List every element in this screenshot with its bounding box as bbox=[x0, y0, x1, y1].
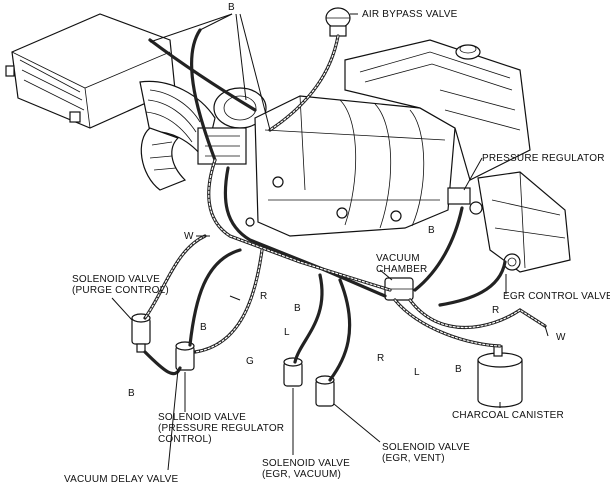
label-vacuum-chamber-line1: VACUUM bbox=[376, 253, 420, 264]
vacuum-hoses bbox=[143, 28, 547, 382]
hose-code-b-top: B bbox=[228, 2, 235, 13]
label-egr-control-valve: EGR CONTROL VALVE bbox=[503, 291, 610, 302]
hose-code-b-lower-right: B bbox=[455, 364, 462, 375]
hose-code-b-left: B bbox=[200, 322, 207, 333]
leader-lines bbox=[111, 13, 549, 471]
hose-code-r-center: R bbox=[377, 353, 385, 364]
hose-code-w-right: W bbox=[556, 332, 566, 343]
label-solenoid-pressure-line3: CONTROL) bbox=[158, 434, 212, 445]
label-charcoal-canister: CHARCOAL CANISTER bbox=[452, 410, 564, 421]
hose-code-b-bottom-left: B bbox=[128, 388, 135, 399]
label-solenoid-pressure-line2: (PRESSURE REGULATOR bbox=[158, 423, 285, 434]
label-vacuum-delay-valve: VACUUM DELAY VALVE bbox=[64, 474, 179, 485]
pressure-regulator-part bbox=[447, 187, 483, 215]
hose-code-r-right: R bbox=[492, 305, 500, 316]
hose-code-b-right: B bbox=[428, 225, 435, 236]
solenoid-valve-egr-vacuum-part bbox=[283, 357, 303, 387]
egr-housing bbox=[477, 171, 571, 273]
label-air-bypass-valve: AIR BYPASS VALVE bbox=[362, 9, 458, 20]
label-vacuum-chamber-line2: CHAMBER bbox=[376, 264, 428, 275]
solenoid-valve-purge-part bbox=[131, 313, 151, 353]
label-solenoid-egr-vacuum-line2: (EGR, VACUUM) bbox=[262, 469, 342, 480]
label-solenoid-purge-line1: SOLENOID VALVE bbox=[72, 274, 161, 285]
label-solenoid-egr-vent-line1: SOLENOID VALVE bbox=[382, 442, 471, 453]
hose-code-g: G bbox=[246, 356, 254, 367]
label-solenoid-pressure-line1: SOLENOID VALVE bbox=[158, 412, 247, 423]
solenoid-valve-pressure-part bbox=[175, 341, 195, 371]
hose-code-r-mid: R bbox=[260, 291, 268, 302]
cylinder-head-cover bbox=[344, 39, 531, 181]
hose-code-l-lower: L bbox=[414, 367, 420, 378]
label-solenoid-egr-vacuum-line1: SOLENOID VALVE bbox=[262, 458, 351, 469]
hose-code-b-center: B bbox=[294, 303, 301, 314]
intake-manifold bbox=[245, 95, 456, 237]
label-solenoid-egr-vent-line2: (EGR, VENT) bbox=[382, 453, 445, 464]
hose-code-w-left: W bbox=[184, 231, 194, 242]
air-bypass-valve-part bbox=[325, 7, 351, 37]
label-solenoid-purge-line2: (PURGE CONTROL) bbox=[72, 285, 169, 296]
charcoal-canister-part bbox=[477, 345, 523, 408]
label-pressure-regulator: PRESSURE REGULATOR bbox=[482, 153, 605, 164]
hose-code-l-center: L bbox=[284, 327, 290, 338]
